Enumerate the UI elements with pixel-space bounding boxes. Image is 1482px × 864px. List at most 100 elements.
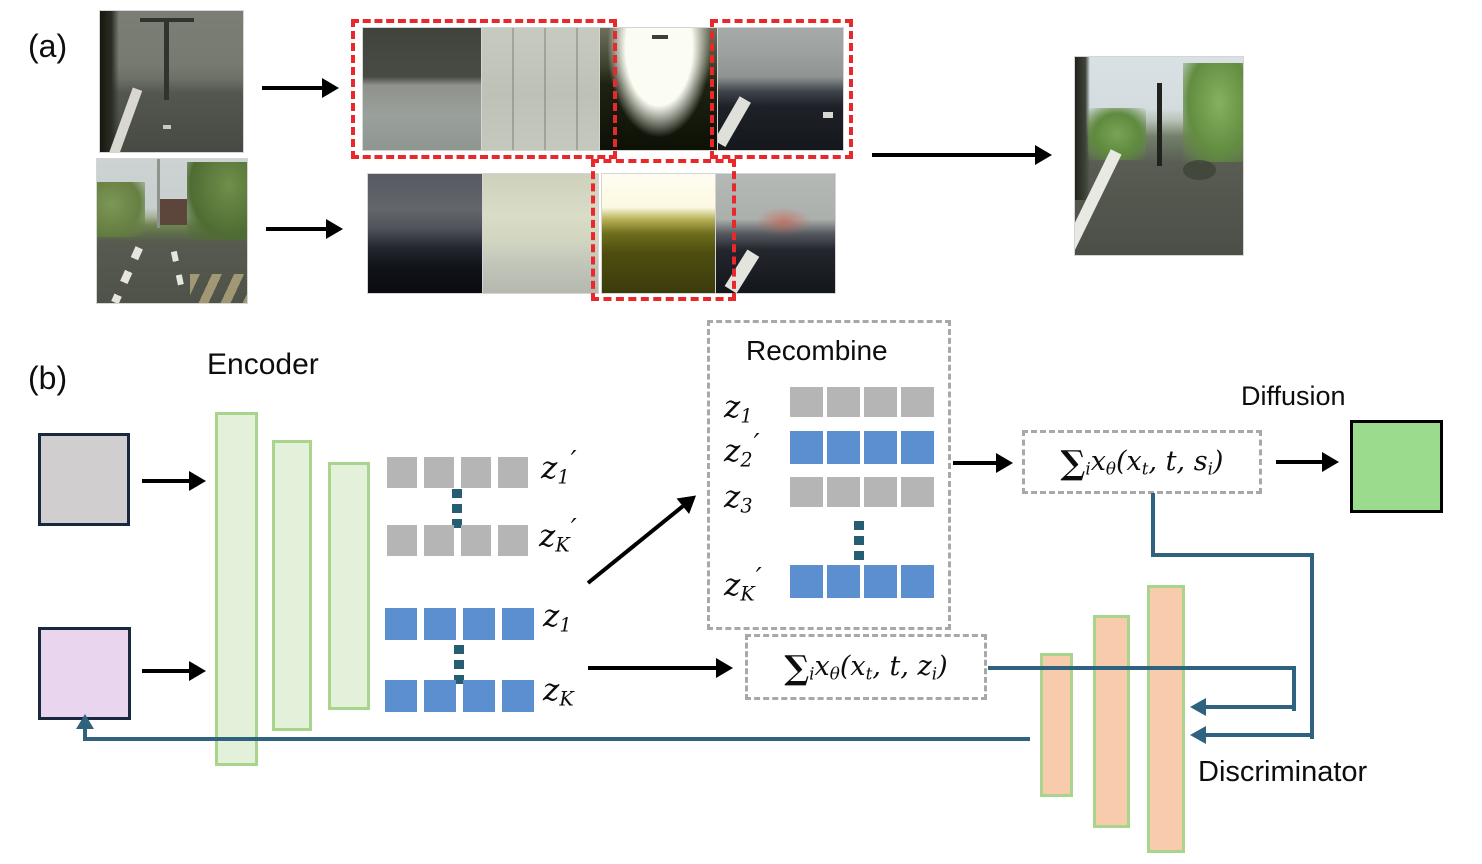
input-image-rainy [99, 10, 244, 153]
arrowhead-into-discriminator-1 [1190, 698, 1206, 716]
latent-token [502, 680, 534, 712]
latent-row-z1 [385, 608, 534, 640]
recombine-row-label: z2′ [724, 429, 760, 472]
selection-box-row1-patches-1-2 [351, 19, 617, 159]
connector-formula2-left [1206, 705, 1296, 709]
image-decor [157, 159, 160, 229]
image-decor [187, 161, 247, 240]
discriminator-layer-2 [1093, 615, 1130, 828]
latent-token [827, 387, 860, 417]
latent-token [461, 525, 491, 556]
image-decor [140, 18, 195, 22]
arrow-input2-to-patches [266, 219, 343, 239]
label-zK: zK [543, 672, 574, 711]
arrow-formula-to-diffusion [1276, 452, 1339, 472]
arrow-pink-to-encoder [142, 661, 206, 681]
latent-token [424, 525, 454, 556]
recombine-row-3: z3 [724, 477, 934, 516]
latent-token [901, 477, 934, 507]
connector-feedback-up [83, 729, 87, 739]
patch-row2-1 [367, 173, 484, 294]
recombine-row-label: z3 [724, 479, 753, 518]
latent-token [387, 457, 417, 488]
recombine-row-1: z1 [724, 387, 934, 426]
encoder-layer-2 [272, 440, 312, 731]
recombine-row-label: zK′ [724, 563, 762, 606]
encoder-layer-1 [215, 412, 258, 766]
image-decor [651, 35, 669, 39]
image-decor [164, 18, 170, 100]
arrowhead-into-pink-square [76, 714, 94, 729]
image-decor [1075, 57, 1091, 200]
diffusion-output-square [1350, 420, 1443, 513]
latent-token [461, 457, 491, 488]
image-decor [170, 250, 186, 292]
latent-token [790, 565, 823, 598]
latent-token [790, 387, 823, 417]
image-decor [110, 246, 142, 303]
encoder-title: Encoder [207, 348, 319, 381]
connector-formula1-down [1151, 493, 1155, 557]
latent-token [827, 565, 860, 598]
selection-box-row2-patch-3 [591, 159, 736, 301]
selection-box-row1-patch-4 [710, 19, 853, 159]
arrow-input1-to-patches [262, 78, 339, 98]
image-decor [1157, 82, 1163, 166]
diffusion-formula: ∑ixθ(xt, t, si) [1060, 442, 1224, 482]
arrowhead-into-discriminator-2 [1190, 726, 1206, 744]
diffusion-formula-box: ∑ixθ(xt, t, si) [1022, 430, 1262, 494]
label-z1: z1 [543, 598, 572, 637]
recombine-row-2: z2′ [724, 431, 934, 470]
patch-row2-2 [482, 173, 599, 294]
arrow-latents-to-recombine [586, 504, 685, 585]
connector-feedback-horizontal [83, 737, 1030, 741]
patch-row1-1 [362, 27, 483, 151]
connector-formula1-right [1151, 553, 1314, 557]
output-image-recombined [1074, 56, 1244, 256]
recombine-row-label: z1 [724, 389, 753, 428]
latent-token [790, 477, 823, 507]
latent-token [864, 477, 897, 507]
latent-row-zK [385, 680, 534, 712]
diffusion-title: Diffusion [1241, 381, 1346, 411]
discriminator-layer-3 [1147, 585, 1185, 853]
panel-a-label: (a) [28, 28, 68, 64]
latent-token [502, 608, 534, 640]
image-decor [823, 112, 833, 119]
input-square-gray [38, 433, 130, 526]
recombine-row-4: zK′ [724, 565, 934, 604]
patch-row1-4 [717, 27, 844, 151]
latent-token [385, 608, 417, 640]
latent-row-zK-prime [387, 525, 528, 556]
latent-formula-box: ∑ixθ(xt, t, zi) [745, 634, 987, 700]
vertical-ellipsis [452, 489, 462, 534]
latent-token [790, 431, 823, 464]
latent-token [463, 680, 495, 712]
label-zK-prime: zK′ [539, 514, 577, 557]
latent-token [463, 608, 495, 640]
connector-formula2-down [1292, 666, 1296, 711]
latent-token [864, 387, 897, 417]
image-decor [162, 125, 172, 130]
latent-token [864, 431, 897, 464]
vertical-ellipsis [854, 521, 864, 566]
encoder-layer-3 [328, 462, 370, 710]
image-decor [755, 207, 813, 236]
connector-formula1-left [1206, 733, 1314, 737]
arrow-recombine-to-formula [953, 453, 1013, 473]
recombine-box: Recombine z1 z2′ z3 zK′ [707, 320, 951, 630]
image-decor [100, 11, 119, 152]
arrow-patches-to-output [872, 145, 1052, 165]
latent-token [424, 608, 456, 640]
input-image-sunny [96, 158, 248, 304]
latent-token [827, 431, 860, 464]
latent-token [387, 525, 417, 556]
latent-token [498, 525, 528, 556]
arrow-gray-to-encoder [142, 471, 206, 491]
arrow-latents-to-formula [588, 658, 733, 678]
latent-token [901, 431, 934, 464]
image-decor [1182, 62, 1243, 162]
latent-token [498, 457, 528, 488]
latent-token [864, 565, 897, 598]
